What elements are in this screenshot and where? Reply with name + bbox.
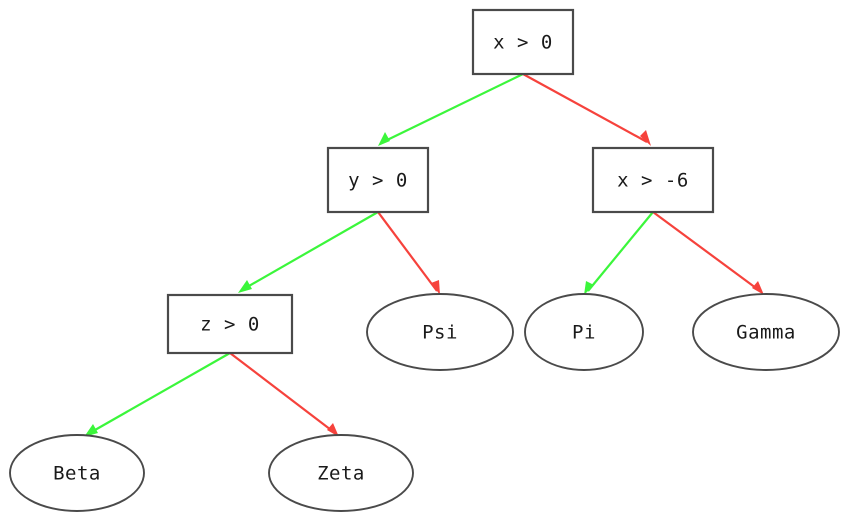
node-label: y > 0 (348, 170, 408, 192)
node-shape-ellipse (524, 293, 644, 371)
node-x-gt-minus6-condition[interactable]: x > -6 (591, 146, 715, 214)
edge-line-false (229, 352, 336, 434)
node-label: z > 0 (200, 314, 260, 336)
node-shape-ellipse (692, 293, 840, 371)
arrowhead-false-icon (752, 281, 764, 295)
arrowhead-true-icon (84, 424, 98, 437)
node-shape-rect (591, 146, 715, 214)
node-leaf-gamma[interactable]: Gamma (692, 293, 840, 371)
edge-line-false (522, 73, 648, 143)
edge-line-true (380, 73, 524, 144)
arrowhead-false-icon (327, 423, 339, 437)
node-leaf-pi[interactable]: Pi (524, 293, 644, 371)
arrowhead-true-icon (238, 280, 252, 293)
edge-line-false (377, 211, 438, 292)
edge-root-to-x-gt-minus6 (522, 73, 651, 146)
node-label: x > 0 (493, 32, 553, 54)
node-root-condition[interactable]: x > 0 (471, 8, 575, 76)
edge-line-false (652, 211, 761, 292)
node-shape-rect (471, 8, 575, 76)
edge-y-to-z (238, 211, 379, 293)
edge-line-true (587, 211, 654, 292)
edge-x6-to-gamma (652, 211, 764, 295)
node-label: Beta (53, 463, 101, 485)
arrowhead-true-icon (378, 132, 390, 146)
node-shape-ellipse (9, 434, 145, 512)
edge-z-to-zeta (229, 352, 339, 437)
edge-z-to-beta (84, 352, 231, 437)
node-shape-ellipse (366, 293, 514, 371)
node-label: Pi (572, 322, 596, 344)
node-shape-rect (326, 146, 430, 214)
node-layer: x > 0 y > 0 x > -6 z > 0 Psi Pi (9, 8, 840, 512)
arrowhead-false-icon (640, 130, 651, 146)
edge-line-true (241, 211, 379, 291)
edge-y-to-psi (377, 211, 440, 295)
node-leaf-zeta[interactable]: Zeta (268, 434, 414, 512)
node-y-condition[interactable]: y > 0 (326, 146, 430, 214)
node-label: Psi (422, 322, 458, 344)
node-label: Gamma (736, 322, 796, 344)
edge-line-true (87, 352, 231, 435)
edge-x6-to-pi (584, 211, 654, 295)
node-leaf-psi[interactable]: Psi (366, 293, 514, 371)
edge-layer (84, 73, 764, 437)
arrowhead-true-icon (584, 281, 594, 295)
node-shape-ellipse (268, 434, 414, 512)
node-shape-rect (166, 293, 294, 355)
node-label: x > -6 (617, 170, 689, 192)
node-z-condition[interactable]: z > 0 (166, 293, 294, 355)
node-leaf-beta[interactable]: Beta (9, 434, 145, 512)
edge-root-to-y (378, 73, 524, 146)
node-label: Zeta (317, 463, 365, 485)
arrowhead-false-icon (431, 280, 440, 295)
